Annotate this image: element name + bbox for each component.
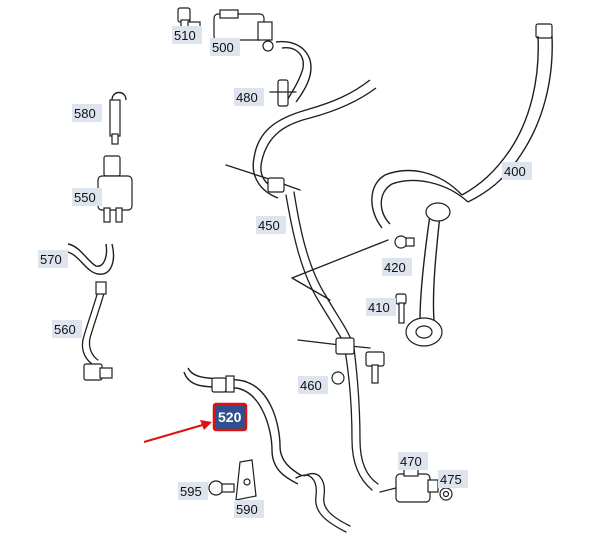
callout-460: 460 — [298, 376, 328, 394]
svg-text:400: 400 — [504, 164, 526, 179]
callout-570: 570 — [38, 250, 68, 268]
part-560-line — [81, 281, 113, 381]
part-400-pipe — [371, 23, 553, 347]
part-475-nut — [439, 487, 453, 501]
callout-470: 470 — [398, 452, 428, 470]
svg-text:560: 560 — [54, 322, 76, 337]
part-580-fitting — [109, 91, 127, 145]
callout-580: 580 — [72, 104, 102, 122]
svg-text:510: 510 — [174, 28, 196, 43]
part-460-nut — [331, 371, 345, 385]
part-570-hose — [67, 243, 115, 275]
svg-text:475: 475 — [440, 472, 462, 487]
part-520-hose — [183, 367, 351, 533]
part-420-bolt — [394, 235, 415, 249]
part-550-valve — [97, 155, 133, 223]
callout-450: 450 — [256, 216, 286, 234]
callout-500: 500 — [210, 38, 240, 56]
callout-475: 475 — [438, 470, 468, 488]
callout-420: 420 — [382, 258, 412, 276]
svg-text:520: 520 — [218, 409, 242, 425]
callout-400: 400 — [502, 162, 532, 180]
callout-510: 510 — [172, 26, 202, 44]
svg-text:460: 460 — [300, 378, 322, 393]
svg-text:570: 570 — [40, 252, 62, 267]
svg-text:500: 500 — [212, 40, 234, 55]
svg-text:595: 595 — [180, 484, 202, 499]
part-590-bracket — [235, 459, 257, 501]
part-595-bolt — [208, 480, 235, 496]
callout-590: 590 — [234, 500, 264, 518]
callout-560: 560 — [52, 320, 82, 338]
svg-text:470: 470 — [400, 454, 422, 469]
callout-520: 520 — [212, 402, 248, 432]
part-480-clip — [269, 79, 297, 107]
callout-480: 480 — [234, 88, 264, 106]
svg-text:450: 450 — [258, 218, 280, 233]
part-410-bolt — [395, 293, 407, 324]
svg-text:410: 410 — [368, 300, 390, 315]
part-470-valve — [379, 467, 439, 503]
highlight-arrow — [143, 420, 212, 443]
svg-text:580: 580 — [74, 106, 96, 121]
callout-595: 595 — [178, 482, 208, 500]
svg-text:550: 550 — [74, 190, 96, 205]
svg-text:590: 590 — [236, 502, 258, 517]
part-450-hose — [225, 79, 389, 491]
callout-550: 550 — [72, 188, 102, 206]
svg-text:420: 420 — [384, 260, 406, 275]
svg-text:480: 480 — [236, 90, 258, 105]
callout-410: 410 — [366, 298, 396, 316]
